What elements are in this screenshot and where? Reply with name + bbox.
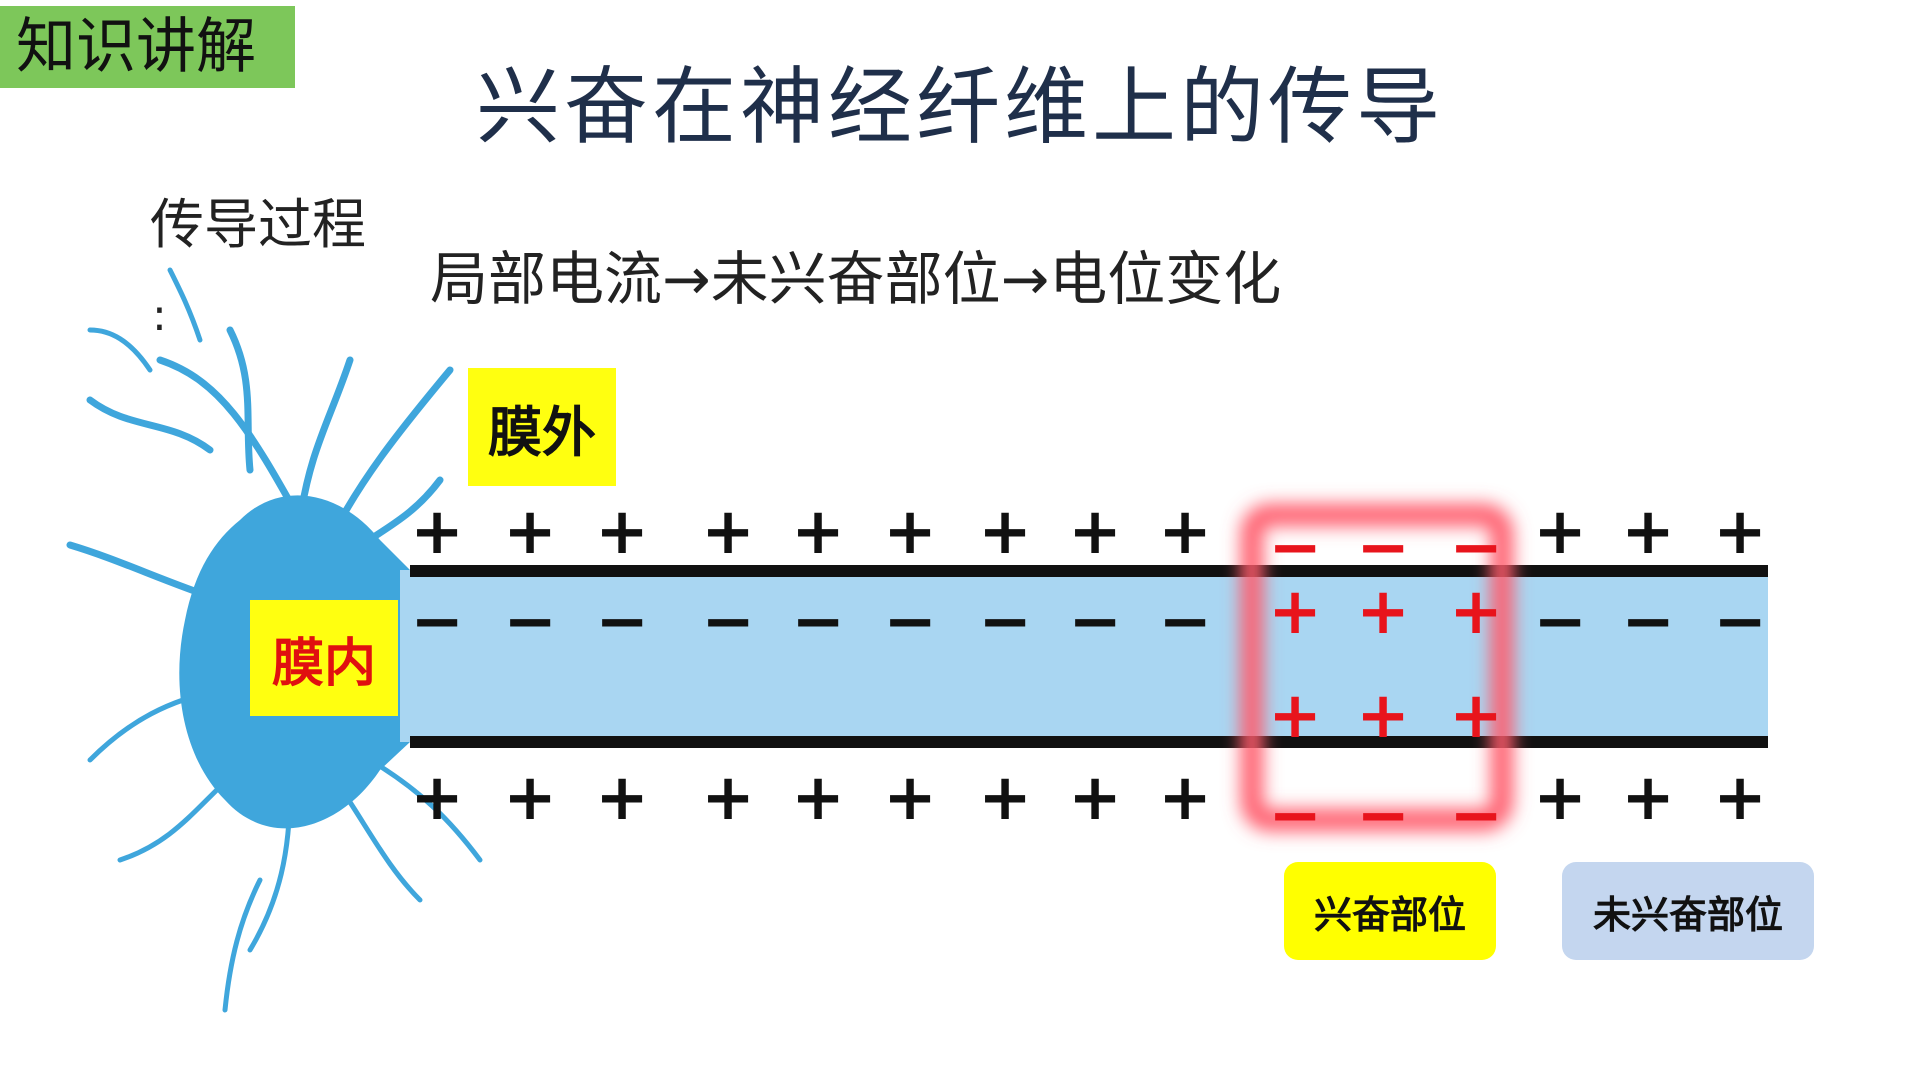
outer-charge-top: + — [410, 495, 464, 569]
inner-charge-top: − — [410, 585, 464, 659]
outer-charge-bottom: + — [701, 761, 755, 835]
outer-charge-bottom: + — [883, 761, 937, 835]
outer-charge-top: + — [1158, 495, 1212, 569]
outer-charge-bottom: + — [1621, 761, 1675, 835]
inner-charge-top: − — [1068, 585, 1122, 659]
inner-charge-top: − — [978, 585, 1032, 659]
outer-charge-bottom: + — [1533, 761, 1587, 835]
excited-outer-charge-bottom: − — [1268, 779, 1322, 853]
excited-outer-charge-top: − — [1268, 511, 1322, 585]
outer-charge-bottom: + — [595, 761, 649, 835]
excited-inner-charge-bottom: + — [1356, 679, 1410, 753]
axon-fiber — [400, 570, 1768, 742]
process-label: 传导过程 — [150, 193, 366, 256]
outer-charge-bottom: + — [503, 761, 557, 835]
inner-charge-top: − — [701, 585, 755, 659]
outer-charge-top: + — [791, 495, 845, 569]
outer-charge-top: + — [595, 495, 649, 569]
process-description: 局部电流→未兴奋部位→电位变化 — [430, 245, 1282, 313]
outer-charge-bottom: + — [410, 761, 464, 835]
excited-outer-charge-bottom: − — [1356, 779, 1410, 853]
unexcited-region-label: 未兴奋部位 — [1562, 862, 1814, 960]
dendrite-branch — [87, 327, 153, 373]
inner-charge-top: − — [1621, 585, 1675, 659]
outer-charge-top: + — [1621, 495, 1675, 569]
membrane-bottom — [410, 736, 1768, 748]
outer-charge-bottom: + — [1713, 761, 1767, 835]
inner-charge-top: − — [791, 585, 845, 659]
outer-charge-top: + — [1533, 495, 1587, 569]
dendrite-branch — [86, 396, 214, 454]
inner-charge-top: − — [1533, 585, 1587, 659]
inner-charge-top: − — [595, 585, 649, 659]
excited-region-label: 兴奋部位 — [1284, 862, 1496, 960]
membrane-top — [410, 565, 1768, 577]
outer-charge-top: + — [883, 495, 937, 569]
excited-inner-charge-top: + — [1449, 575, 1503, 649]
inner-charge-top: − — [883, 585, 937, 659]
dendrite-branch — [167, 267, 203, 343]
outer-charge-bottom: + — [1068, 761, 1122, 835]
outer-charge-top: + — [503, 495, 557, 569]
charge-markers: +−++−++−++−++−++−++−++−++−++−++−++−+−++−… — [410, 495, 1767, 853]
page-title: 兴奋在神经纤维上的传导 — [475, 58, 1444, 156]
inner-charge-top: − — [503, 585, 557, 659]
dendrite-branch — [226, 326, 254, 474]
outer-membrane-label: 膜外 — [468, 368, 616, 486]
excited-outer-charge-top: − — [1449, 511, 1503, 585]
outer-charge-bottom: + — [791, 761, 845, 835]
excited-inner-charge-bottom: + — [1268, 679, 1322, 753]
dendrite-branch — [367, 757, 483, 863]
dendrite-branch — [156, 356, 304, 524]
excited-inner-charge-top: + — [1356, 575, 1410, 649]
outer-charge-top: + — [1068, 495, 1122, 569]
excited-inner-charge-bottom: + — [1449, 679, 1503, 753]
process-colon: : — [152, 290, 167, 341]
knowledge-badge: 知识讲解 — [0, 6, 295, 88]
outer-charge-top: + — [1713, 495, 1767, 569]
excited-outer-charge-bottom: − — [1449, 779, 1503, 853]
outer-charge-top: + — [978, 495, 1032, 569]
dendrite-branch — [222, 877, 263, 1013]
outer-charge-bottom: + — [978, 761, 1032, 835]
excited-outer-charge-top: − — [1356, 511, 1410, 585]
excited-region-highlight — [1241, 504, 1513, 831]
outer-charge-bottom: + — [1158, 761, 1212, 835]
inner-charge-top: − — [1158, 585, 1212, 659]
inner-membrane-label: 膜内 — [250, 600, 398, 716]
excited-inner-charge-top: + — [1268, 575, 1322, 649]
inner-charge-top: − — [1713, 585, 1767, 659]
outer-charge-top: + — [701, 495, 755, 569]
